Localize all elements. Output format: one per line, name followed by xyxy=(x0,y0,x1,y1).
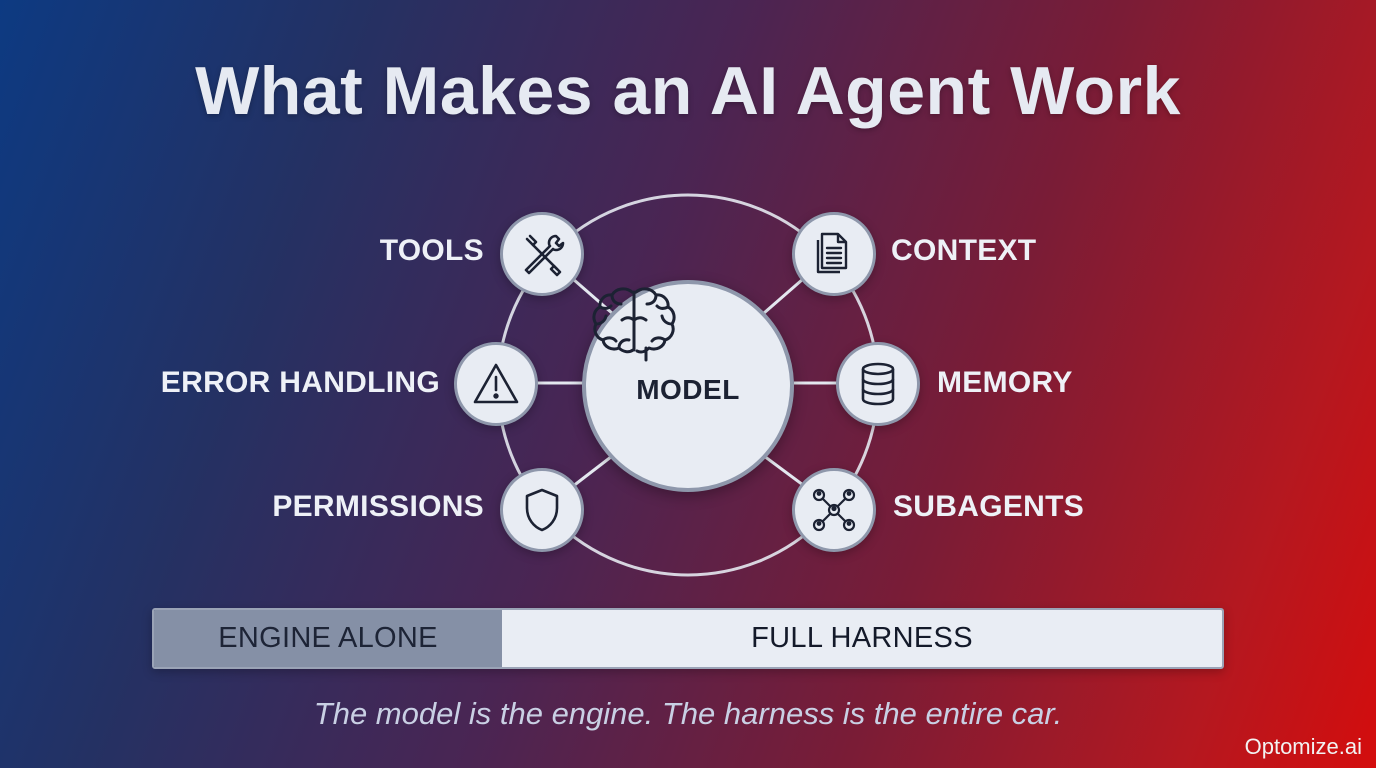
permissions-label: PERMISSIONS xyxy=(272,490,484,523)
engine-alone-segment: ENGINE ALONE xyxy=(154,610,502,667)
full-harness-segment: FULL HARNESS xyxy=(502,610,1222,667)
network-icon xyxy=(812,488,856,532)
subagents-label: SUBAGENTS xyxy=(893,490,1085,523)
tagline: The model is the engine. The harness is … xyxy=(313,696,1063,731)
document-icon xyxy=(816,232,848,274)
tools-label: TOOLS xyxy=(379,234,484,267)
permissions-node xyxy=(500,468,584,552)
tools-node xyxy=(500,212,584,296)
page-title: What Makes an AI Agent Work xyxy=(195,53,1181,129)
error-handling-label: ERROR HANDLING xyxy=(160,366,440,399)
comparison-bar: ENGINE ALONE FULL HARNESS xyxy=(152,608,1224,669)
memory-label: MEMORY xyxy=(937,366,1073,399)
model-node: MODEL xyxy=(582,280,794,492)
error-handling-node xyxy=(454,342,538,426)
warning-icon xyxy=(473,363,519,404)
context-node xyxy=(792,212,876,296)
brand-watermark: Optomize.ai xyxy=(1244,734,1362,759)
database-icon xyxy=(861,362,895,406)
brain-icon xyxy=(592,287,676,362)
model-label: MODEL xyxy=(636,374,740,405)
subagents-node xyxy=(792,468,876,552)
memory-node xyxy=(836,342,920,426)
context-label: CONTEXT xyxy=(891,234,1037,267)
shield-icon xyxy=(525,488,559,532)
tools-icon xyxy=(524,234,565,277)
